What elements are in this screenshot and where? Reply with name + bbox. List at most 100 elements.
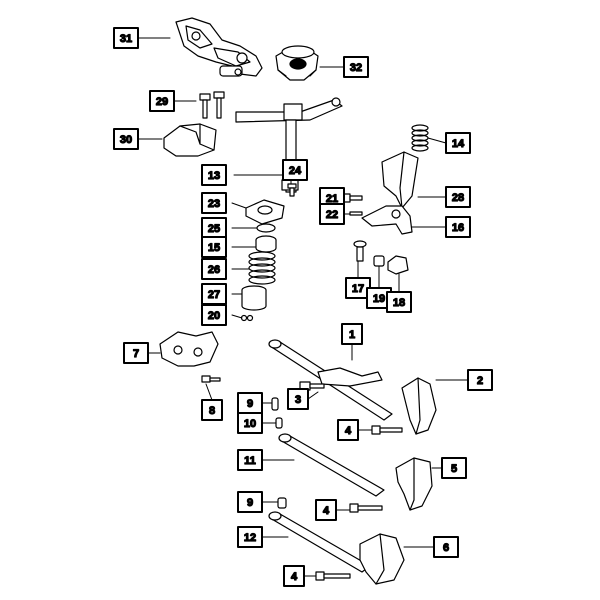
callout-box: 8 — [201, 399, 223, 421]
part-25-oring — [256, 223, 276, 233]
callout-26: 26 — [208, 264, 220, 276]
callout-32: 32 — [350, 62, 362, 74]
callout-box: 9 — [237, 491, 263, 513]
callout-box: 11 — [237, 449, 263, 471]
callout-22: 22 — [326, 209, 338, 221]
callout-8: 8 — [209, 405, 215, 417]
callout-19: 19 — [373, 293, 385, 305]
part-21-screw — [343, 193, 363, 203]
callout-box: 14 — [445, 132, 471, 154]
part-10-pin — [275, 417, 283, 429]
part-29-bolts — [199, 91, 225, 119]
callout-12: 12 — [244, 532, 256, 544]
callout-box: 26 — [201, 258, 227, 280]
callout-box: 4 — [315, 499, 337, 521]
part-30-block — [163, 123, 217, 157]
callout-17: 17 — [352, 283, 364, 295]
part-19-roller — [373, 255, 385, 267]
callout-box: 17 — [345, 277, 371, 299]
callout-box: 3 — [287, 388, 309, 410]
part-4c-bolt — [315, 571, 351, 581]
callout-box: 13 — [201, 164, 227, 186]
part-2-fork — [401, 377, 437, 435]
part-24-screw — [287, 183, 297, 197]
callout-15: 15 — [208, 242, 220, 254]
part-23-plate — [245, 199, 285, 225]
callout-box: 20 — [201, 304, 227, 326]
part-4b-bolt — [349, 503, 383, 513]
callout-box: 4 — [283, 565, 305, 587]
callout-10: 10 — [244, 418, 256, 430]
callout-box: 6 — [433, 536, 459, 558]
callout-box: 18 — [386, 291, 412, 313]
callout-6: 6 — [443, 542, 449, 554]
callout-1: 1 — [349, 329, 355, 341]
part-1-shift-rail — [268, 339, 393, 421]
callout-9b: 9 — [247, 497, 253, 509]
callout-box: 24 — [282, 159, 308, 181]
callout-18: 18 — [393, 297, 405, 309]
callout-25: 25 — [208, 223, 220, 235]
part-3-bolt — [299, 381, 325, 391]
callout-box: 23 — [201, 192, 227, 214]
part-5-fork — [395, 457, 433, 511]
callout-4a: 4 — [345, 425, 352, 437]
callout-box: 1 — [341, 323, 363, 345]
part-9b-pin — [277, 497, 287, 509]
callout-box: 2 — [467, 369, 493, 391]
callout-30: 30 — [120, 134, 132, 146]
part-32-mount — [275, 45, 319, 81]
part-22-pin — [349, 211, 363, 216]
callout-5: 5 — [451, 463, 457, 475]
callout-box: 32 — [343, 56, 369, 78]
callout-box: 31 — [113, 27, 139, 49]
callout-3: 3 — [295, 394, 301, 406]
callout-box: 16 — [445, 216, 471, 238]
callout-box: 29 — [149, 90, 175, 112]
part-8-bolt — [201, 375, 221, 383]
callout-31: 31 — [120, 33, 132, 45]
callout-box: 15 — [201, 236, 227, 258]
part-15-bushing — [255, 235, 277, 253]
callout-7: 7 — [133, 348, 139, 360]
part-26-spring — [248, 251, 276, 285]
callout-box: 4 — [337, 419, 359, 441]
callout-box: 28 — [445, 186, 471, 208]
callout-21: 21 — [326, 193, 338, 205]
part-7-bracket — [159, 331, 219, 367]
callout-27: 27 — [208, 289, 220, 301]
callout-28: 28 — [452, 192, 464, 204]
callout-23: 23 — [208, 198, 220, 210]
callout-29: 29 — [156, 96, 168, 108]
callout-9: 9 — [247, 398, 253, 410]
callout-box: 25 — [201, 217, 227, 239]
callout-20: 20 — [208, 310, 220, 322]
part-9a-pin — [271, 397, 279, 411]
callout-box: 5 — [441, 457, 467, 479]
callout-box: 9 — [237, 392, 263, 414]
callout-box: 30 — [113, 128, 139, 150]
callout-4b: 4 — [323, 505, 330, 517]
callout-box: 7 — [123, 342, 149, 364]
callout-box: 19 — [366, 287, 392, 309]
part-14-spring — [411, 124, 429, 152]
callout-13: 13 — [208, 170, 220, 182]
callout-box: 10 — [237, 412, 263, 434]
part-20-pins — [240, 314, 254, 322]
leader-lines — [137, 37, 469, 577]
part-16-lever — [361, 205, 413, 235]
part-4a-bolt — [371, 425, 403, 435]
part-28-guide — [381, 151, 419, 209]
callout-2: 2 — [477, 375, 483, 387]
callout-box: 27 — [201, 283, 227, 305]
part-11-shift-rail — [278, 433, 385, 497]
part-18-detent — [387, 255, 409, 275]
callout-4c: 4 — [291, 571, 298, 583]
callouts: 31 32 29 30 14 13 24 23 21 28 22 25 16 1… — [113, 27, 493, 587]
part-31-bracket — [175, 17, 263, 77]
callout-box: 12 — [237, 526, 263, 548]
callout-24: 24 — [289, 165, 302, 177]
callout-16: 16 — [452, 222, 464, 234]
